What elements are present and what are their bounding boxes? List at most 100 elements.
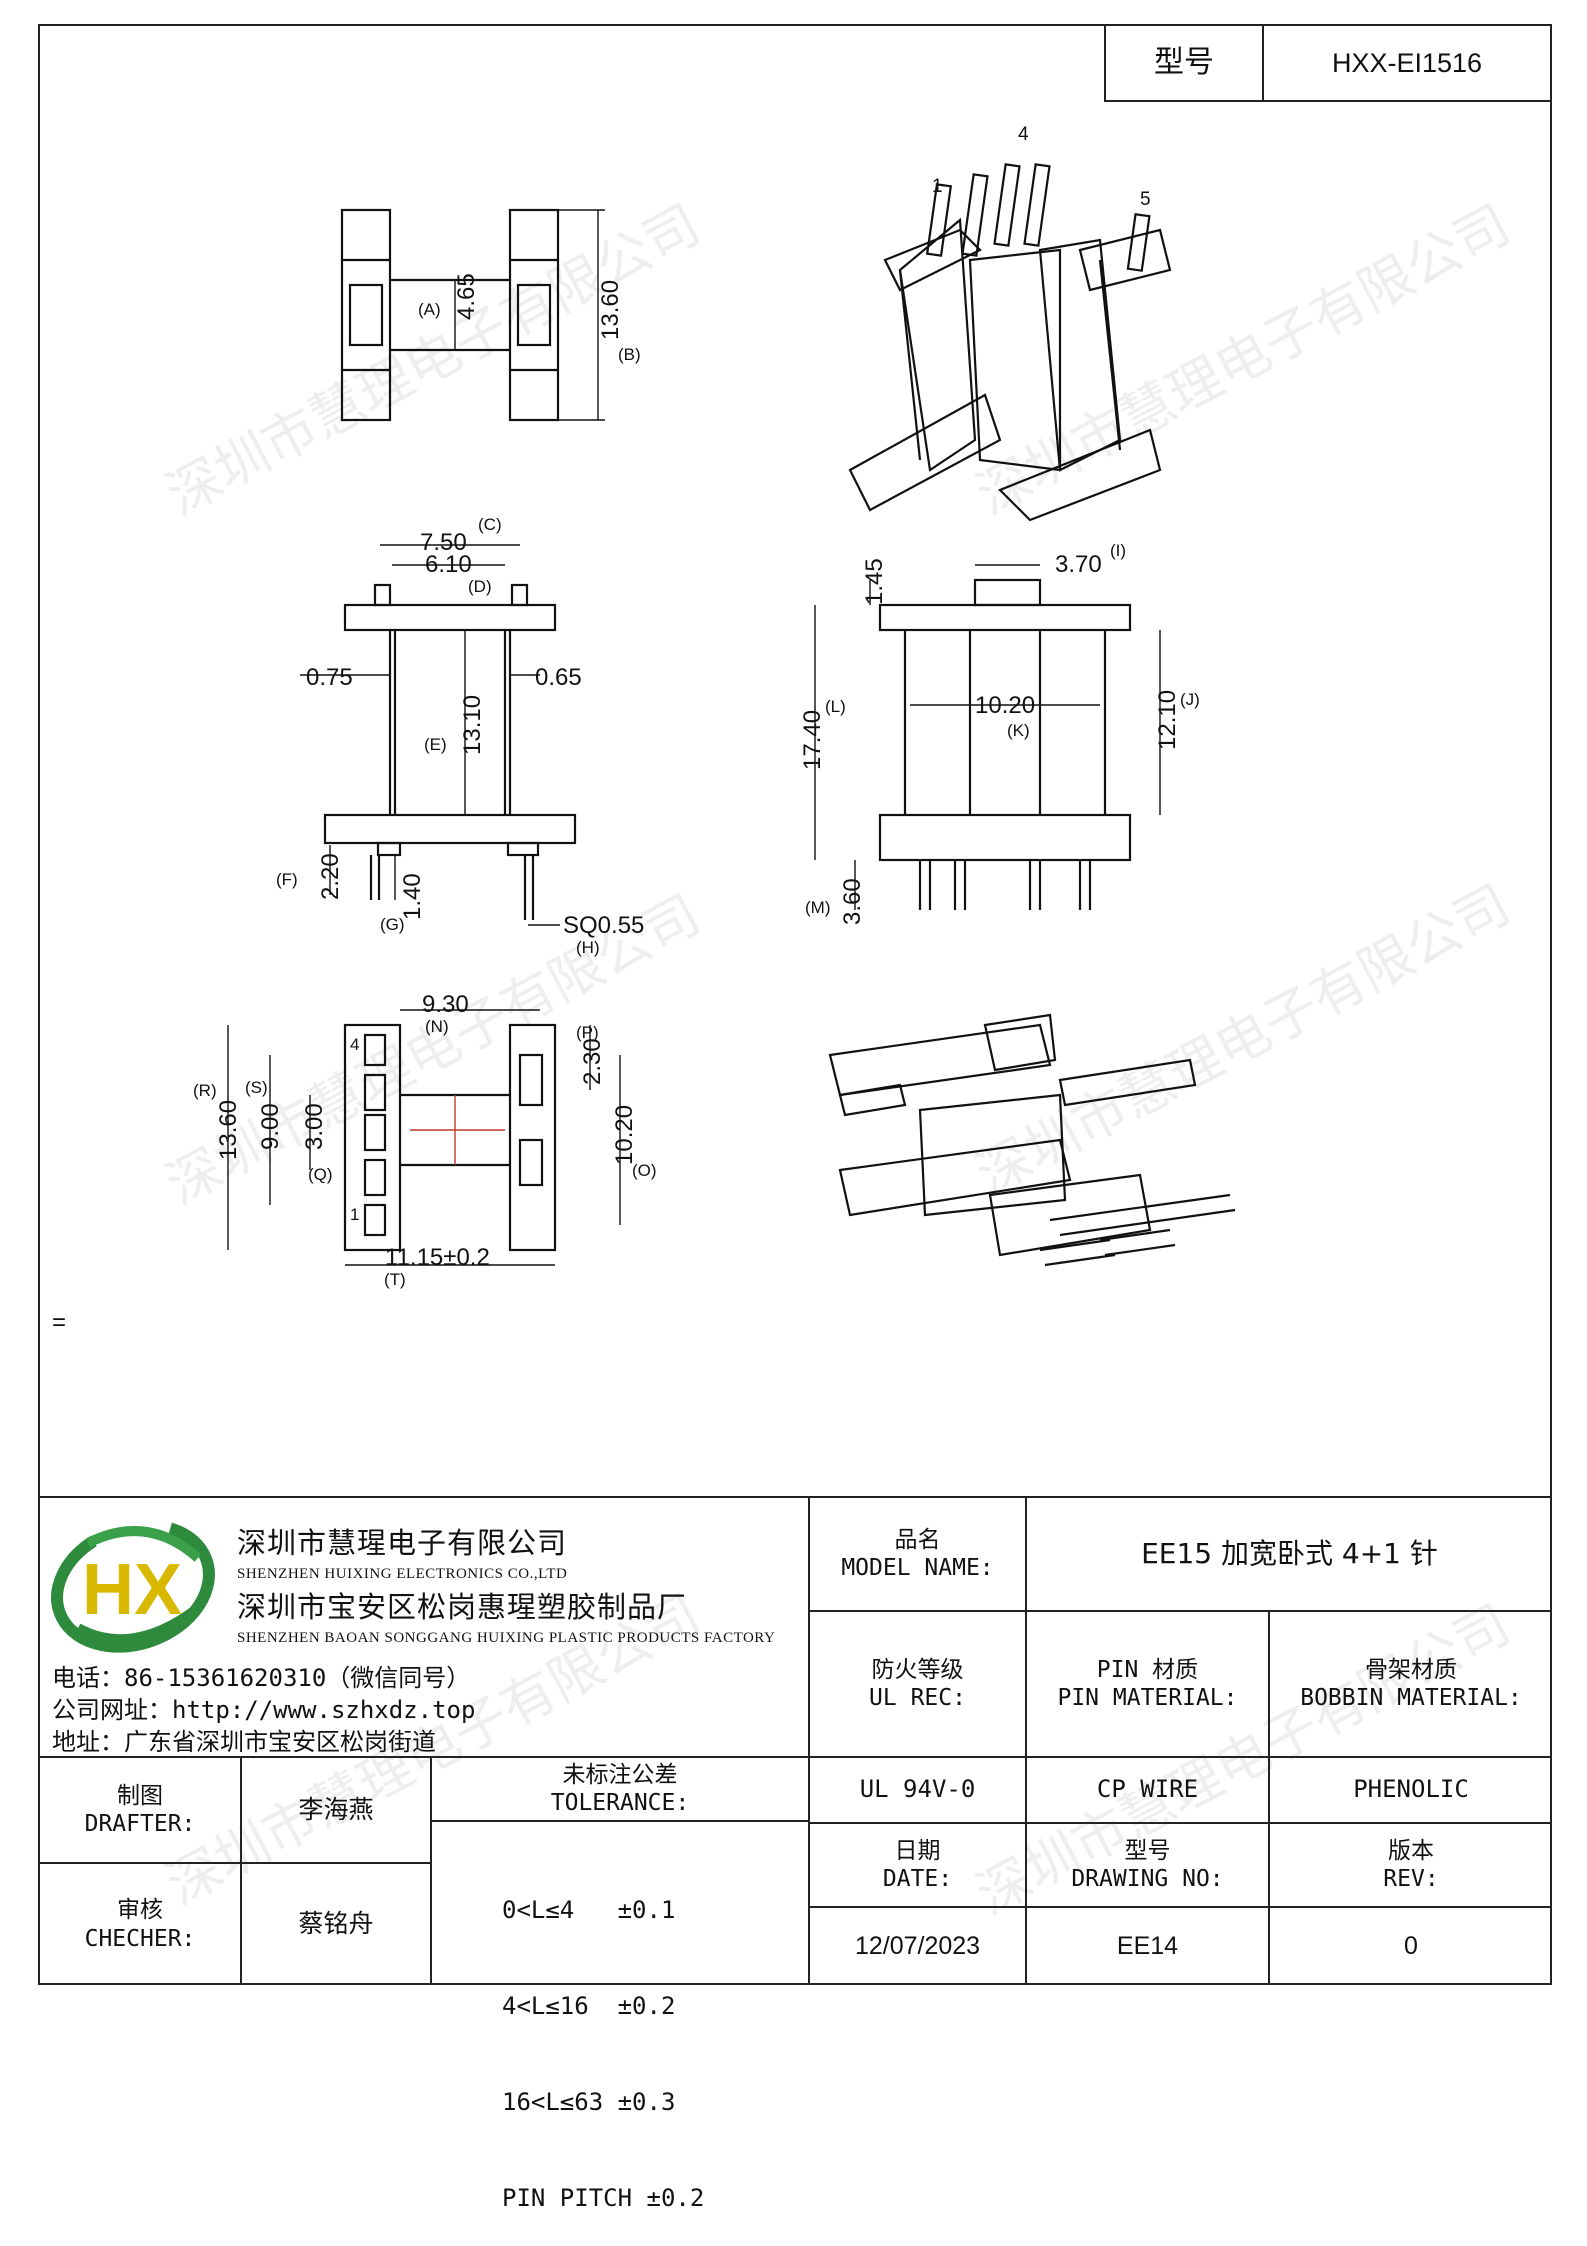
- drafter-name: 李海燕: [298, 1794, 374, 1824]
- dim-left-wall: 0.75: [306, 664, 353, 691]
- dim-l-value: 17.40: [799, 710, 826, 770]
- model-name-value: EE15 加宽卧式 4+1 针: [1141, 1536, 1438, 1570]
- pin-material-label: PIN 材质 PIN MATERIAL:: [1027, 1612, 1268, 1756]
- model-name-en: MODEL NAME:: [841, 1555, 994, 1581]
- dim-k-tag: (K): [1007, 721, 1030, 740]
- checker-label: 审核 CHECHER:: [40, 1864, 240, 1985]
- tolerance-row-2: 4<L≤16 ±0.2: [502, 1992, 676, 2020]
- stray-mark: =: [52, 1309, 66, 1336]
- bobbin-material-value: PHENOLIC: [1353, 1775, 1469, 1804]
- dim-r-tag: (R): [193, 1081, 217, 1100]
- ul-rec-en: UL REC:: [869, 1685, 966, 1711]
- tolerance-row-3: 16<L≤63 ±0.3: [502, 2088, 676, 2116]
- drawing-no-value: EE14: [1116, 1932, 1179, 1961]
- dim-o-tag: (O): [632, 1161, 657, 1180]
- isometric-view-upright: [848, 163, 1172, 522]
- dim-d-tag: (D): [468, 577, 492, 596]
- dim-a-tag: (A): [418, 300, 441, 319]
- pin-material-value: CP WIRE: [1096, 1775, 1199, 1804]
- dim-right-wall: 0.65: [535, 664, 582, 691]
- pin-number-1: 1: [932, 176, 943, 197]
- technical-drawing: 4.65 (A) 13.60 (B) 1 4 5 7.50 (C) 6.10 (…: [52, 124, 1236, 1336]
- rev-en: REV:: [1383, 1866, 1439, 1892]
- date-en: DATE:: [882, 1866, 953, 1892]
- dim-p-tag: (P): [576, 1023, 599, 1042]
- dim-m-value: 3.60: [839, 878, 866, 925]
- dim-r-value: 13.60: [215, 1100, 242, 1160]
- side-view: [814, 564, 1161, 910]
- dim-b-tag: (B): [618, 345, 641, 364]
- checker-name: 蔡铭舟: [298, 1909, 374, 1939]
- company-address: 地址：广东省深圳市宝安区松岗街道: [52, 1728, 436, 1756]
- logo-letters: HX: [82, 1550, 182, 1630]
- dim-n-tag: (N): [425, 1017, 449, 1036]
- ul-rec-value: UL 94V-0: [859, 1775, 976, 1804]
- tolerance-row-4: PIN PITCH ±0.2: [502, 2184, 705, 2212]
- dim-n-value: 9.30: [422, 991, 469, 1018]
- model-name-cn: 品名: [894, 1526, 941, 1553]
- model-name-label: 品名 MODEL NAME:: [810, 1498, 1025, 1610]
- ul-rec-label: 防火等级 UL REC:: [810, 1612, 1025, 1756]
- dim-g-value: 1.40: [399, 873, 426, 920]
- dim-f-tag: (F): [276, 870, 298, 889]
- company-logo: HX: [51, 1519, 215, 1653]
- title-block-top-line: [38, 1496, 1552, 1498]
- tolerance-cn: 未标注公差: [562, 1761, 678, 1788]
- dim-t-value: 11.15±0.2: [385, 1244, 490, 1271]
- dim-i-tag: (I): [1110, 541, 1126, 560]
- bottom-view: [227, 1009, 621, 1266]
- dim-k-value: 10.20: [975, 692, 1035, 719]
- factory-name-en: SHENZHEN BAOAN SONGGANG HUIXING PLASTIC …: [237, 1630, 776, 1646]
- date-label: 日期 DATE:: [810, 1824, 1025, 1906]
- dim-c-value: 7.50: [420, 529, 467, 556]
- front-view: [300, 544, 577, 926]
- bottom-pin-4: 4: [350, 1035, 359, 1054]
- dim-d-value: 6.10: [425, 551, 472, 578]
- dim-q-tag: (Q): [308, 1165, 333, 1184]
- checker-cn: 审核: [117, 1897, 163, 1924]
- dim-l-tag: (L): [825, 697, 846, 716]
- company-website: 公司网址：http://www.szhxdz.top: [52, 1696, 476, 1724]
- pin-material-cn: PIN 材质: [1096, 1656, 1199, 1683]
- rev-cn: 版本: [1388, 1837, 1434, 1864]
- dim-o-value: 10.20: [611, 1105, 638, 1165]
- model-header-box: [1104, 24, 1552, 102]
- model-header-label: 型号: [1154, 44, 1214, 80]
- dim-s-value: 9.00: [257, 1103, 284, 1150]
- pin-material-en: PIN MATERIAL:: [1057, 1685, 1238, 1711]
- dim-g-tag: (G): [380, 915, 405, 934]
- tolerance-label: 未标注公差 TOLERANCE:: [432, 1758, 808, 1820]
- drawing-no-label: 型号 DRAWING NO:: [1027, 1824, 1268, 1906]
- drafter-cn: 制图: [117, 1782, 163, 1809]
- tolerance-table: 0<L≤4 ±0.1 4<L≤16 ±0.2 16<L≤63 ±0.3 PIN …: [502, 1830, 704, 2246]
- rev-label: 版本 REV:: [1270, 1824, 1552, 1906]
- company-phone: 电话：86-15361620310（微信同号）: [52, 1664, 471, 1692]
- tolerance-en: TOLERANCE:: [550, 1790, 690, 1816]
- dim-q-value: 3.00: [301, 1103, 328, 1150]
- drafter-label: 制图 DRAFTER:: [40, 1758, 240, 1862]
- dim-h-tag: (H): [576, 938, 600, 957]
- bobbin-material-label: 骨架材质 BOBBIN MATERIAL:: [1270, 1612, 1552, 1756]
- bottom-pin-1: 1: [350, 1205, 359, 1224]
- dim-p-value: 2.30: [579, 1038, 606, 1085]
- dim-e-tag: (E): [424, 735, 447, 754]
- dim-t-tag: (T): [384, 1270, 406, 1289]
- dim-e-value: 13.10: [459, 695, 486, 755]
- bobbin-material-en: BOBBIN MATERIAL:: [1300, 1685, 1522, 1711]
- drafter-en: DRAFTER:: [84, 1811, 196, 1837]
- checker-en: CHECHER:: [84, 1925, 196, 1952]
- bobbin-material-cn: 骨架材质: [1365, 1656, 1457, 1683]
- drawing-no-cn: 型号: [1124, 1837, 1171, 1864]
- drawing-no-en: DRAWING NO:: [1071, 1866, 1224, 1892]
- top-view: [340, 208, 605, 422]
- dim-m-tag: (M): [805, 898, 830, 917]
- dim-a-value: 4.65: [453, 273, 480, 320]
- dim-j-tag: (J): [1180, 690, 1200, 709]
- dim-h-value: SQ0.55: [563, 912, 644, 939]
- dim-s-tag: (S): [245, 1078, 268, 1097]
- company-name-cn: 深圳市慧瑆电子有限公司: [237, 1526, 568, 1560]
- date-cn: 日期: [894, 1837, 941, 1864]
- ul-rec-cn: 防火等级: [871, 1656, 964, 1683]
- model-header-value: HXX-EI1516: [1331, 47, 1483, 78]
- dim-b-value: 13.60: [597, 280, 624, 340]
